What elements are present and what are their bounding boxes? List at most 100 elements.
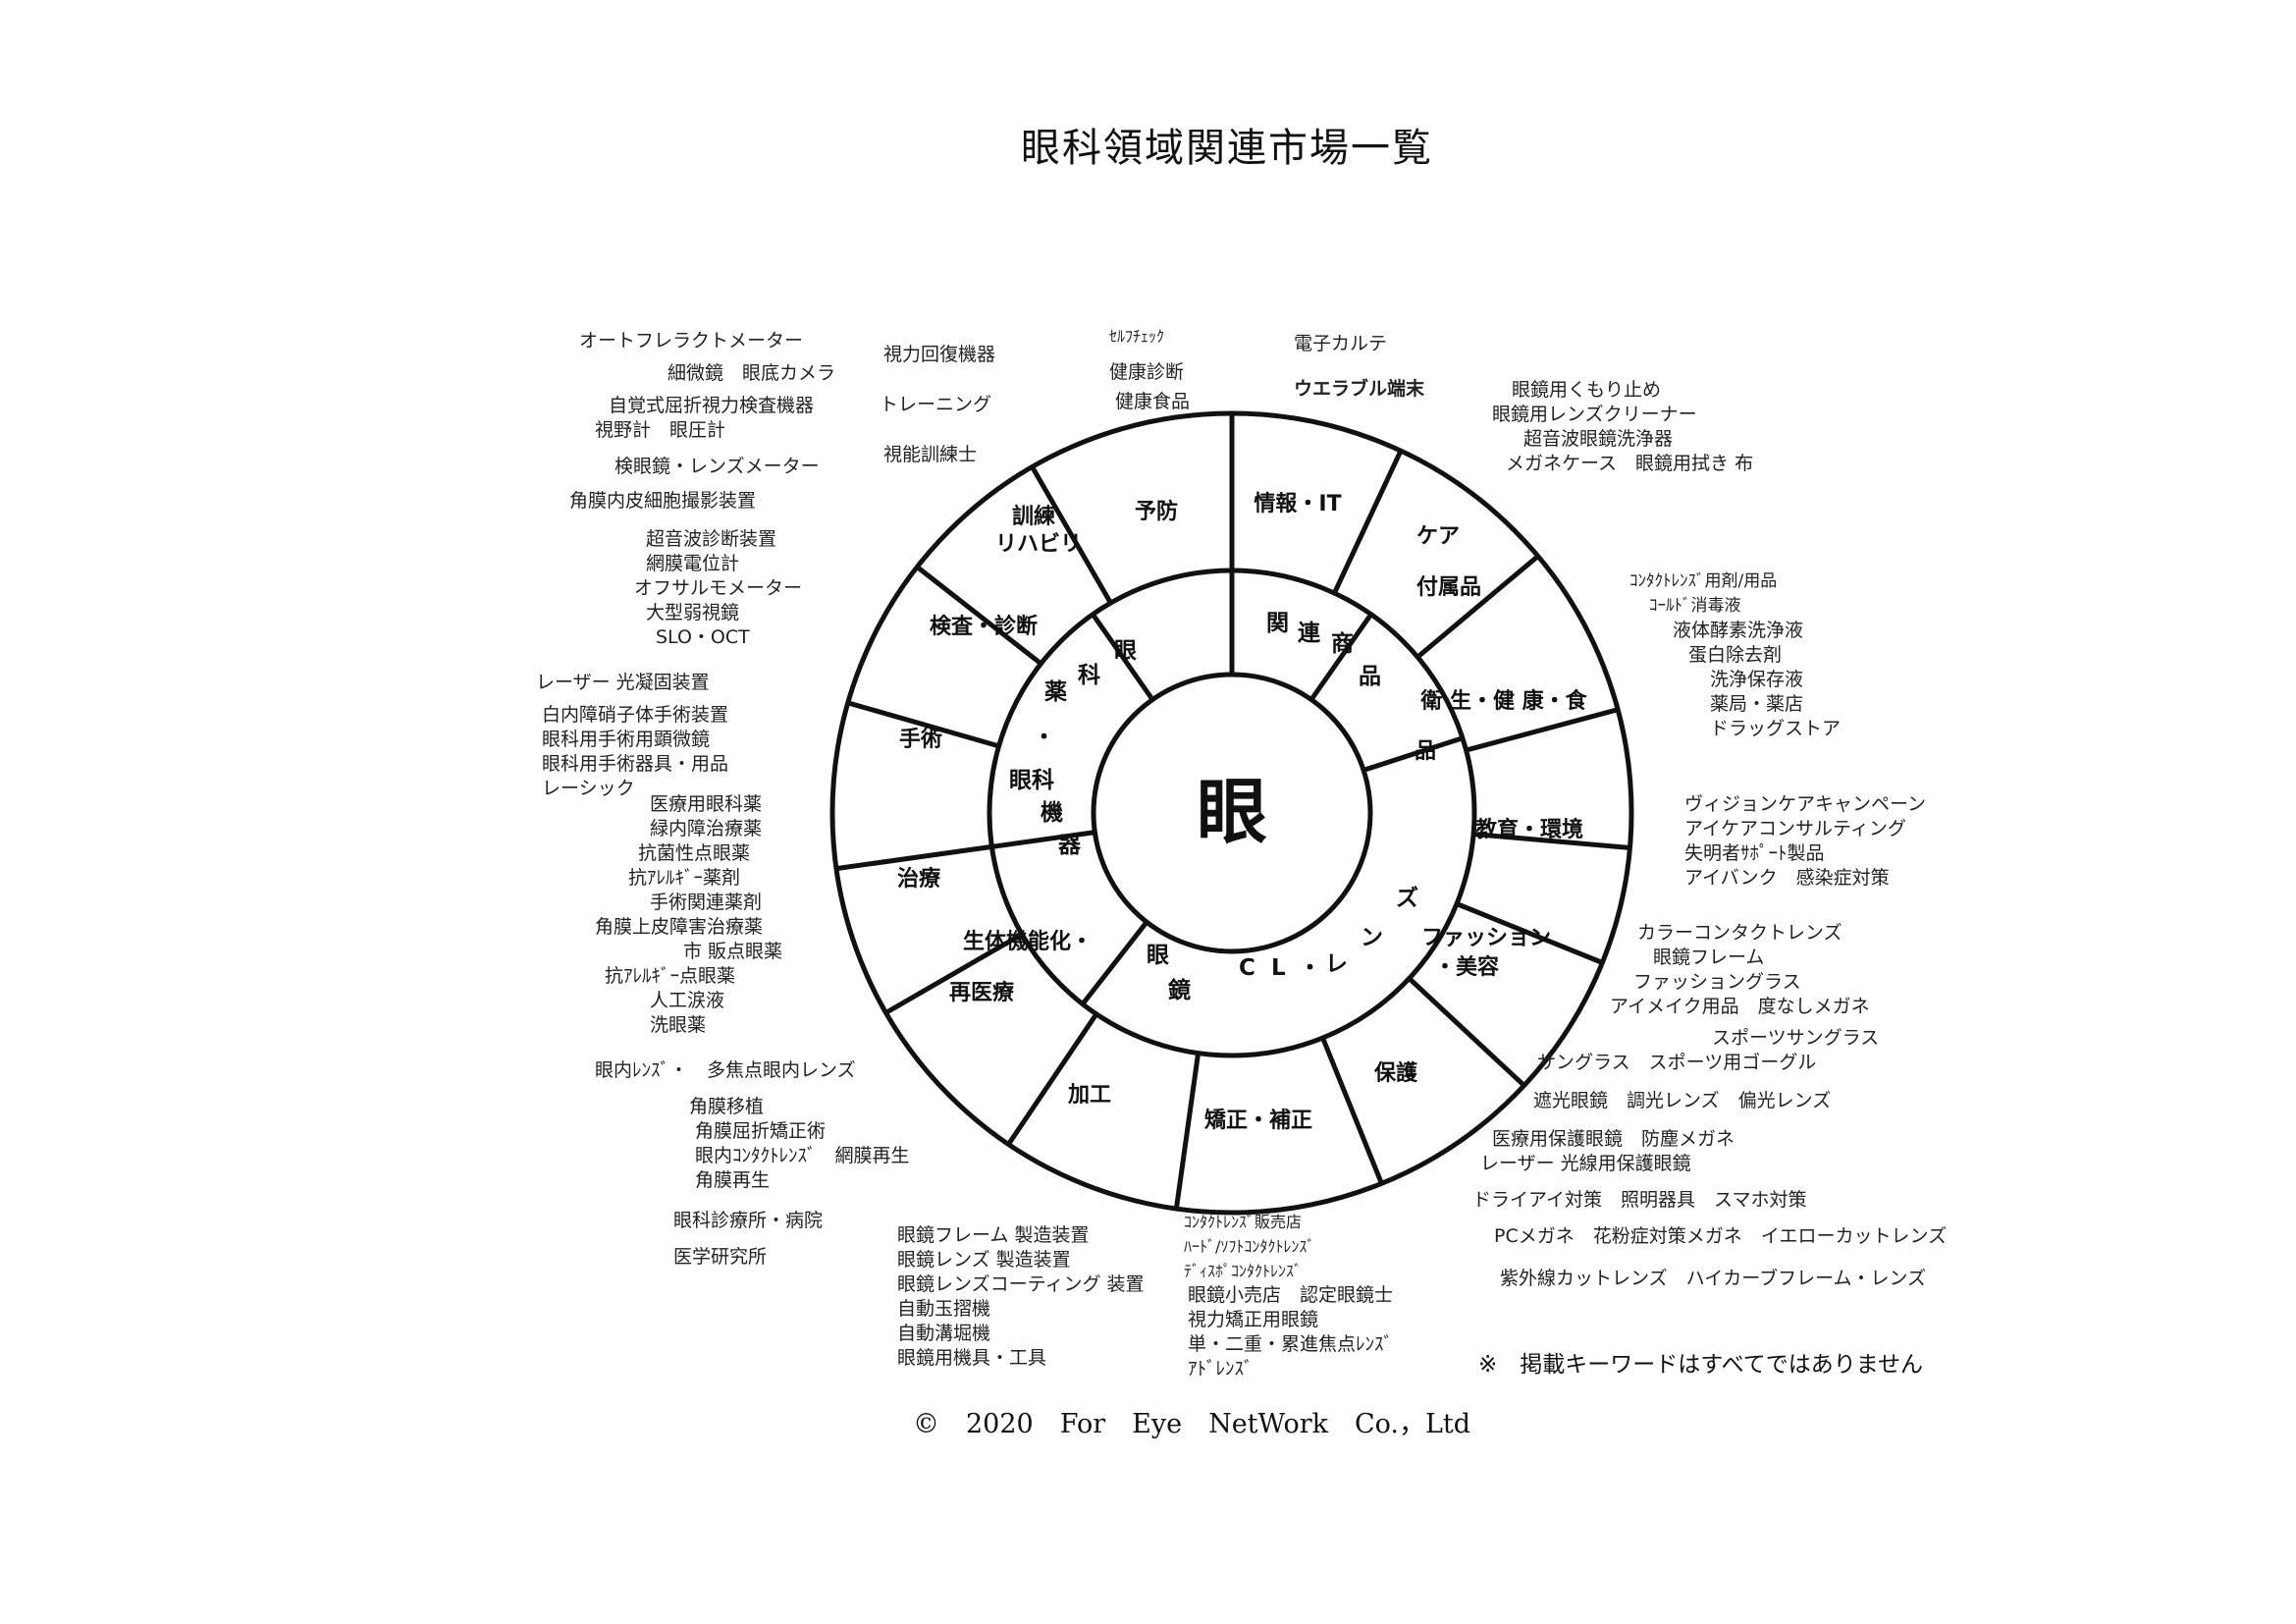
inner-char: L — [1271, 955, 1286, 981]
keyword: PCメガネ 花粉症対策メガネ イエローカットレンズ — [1494, 1225, 1948, 1247]
keyword: ヴィジョンケアキャンペーン — [1684, 793, 1927, 815]
segment-divider — [1320, 1037, 1384, 1185]
keywords-facilities: 眼科診療所・病院 医学研究所 — [673, 1203, 823, 1275]
segment-fashion-line1: ファッション — [1421, 926, 1551, 950]
keyword: 失明者ｻﾎﾟｰﾄ製品 — [1684, 842, 1825, 864]
keywords-fashion: カラーコンタクトレンズ 眼鏡フレーム ファッショングラス アイメイク用品 度なし… — [1610, 921, 1870, 1019]
keyword: 単・二重・累進焦点ﾚﾝｽﾞ — [1188, 1333, 1394, 1355]
keyword: 眼鏡用くもり止め — [1512, 379, 1662, 401]
keyword: ファッショングラス — [1633, 971, 1801, 993]
keyword: 網膜電位計 — [646, 553, 740, 574]
keyword: ｺﾝﾀｸﾄﾚﾝｽﾞ販売店 — [1184, 1213, 1303, 1231]
keyword: 緑内障治療薬 — [650, 818, 763, 839]
keywords-care: 眼鏡用くもり止め 眼鏡用レンズクリーナー 超音波眼鏡洗浄器 メガネケース 眼鏡用… — [1492, 378, 1753, 476]
keyword: 電子カルテ — [1294, 333, 1388, 354]
keyword: 医療用保護眼鏡 防塵メガネ — [1492, 1128, 1735, 1150]
inner-char: 鏡 — [1168, 977, 1191, 1003]
segment-hygiene-line2: 品 — [1415, 739, 1436, 764]
keyword: ﾊｰﾄﾞ/ｿﾌﾄｺﾝﾀｸﾄﾚﾝｽﾞ — [1184, 1237, 1315, 1256]
keyword: 超音波診断装置 — [646, 528, 777, 550]
inner-char: ・ — [1299, 955, 1321, 981]
keyword: ｾﾙﾌﾁｪｯｸ — [1109, 327, 1165, 346]
keywords-surgery: レーザー 光凝固装置 白内障硝子体手術装置 眼科用手術用顕微鏡 眼科用手術器具・… — [536, 671, 728, 801]
inner-char: 機 — [1041, 800, 1063, 826]
inner-char: 器 — [1057, 833, 1082, 858]
keywords-correction: ｺﾝﾀｸﾄﾚﾝｽﾞ販売店 ﾊｰﾄﾞ/ｿﾌﾄｺﾝﾀｸﾄﾚﾝｽﾞ ﾃﾞｨｽﾎﾟｺﾝﾀ… — [1184, 1210, 1393, 1381]
inner-char: 眼 — [1114, 638, 1137, 664]
segment-divider — [835, 843, 992, 872]
keyword: 紫外線カットレンズ ハイカーブフレーム・レンズ — [1500, 1268, 1927, 1289]
keyword: 眼鏡用レンズクリーナー — [1492, 404, 1697, 425]
segment-it: 情報・IT — [1254, 491, 1341, 516]
segment-divider — [1456, 901, 1604, 965]
disclaimer-note: ※ 掲載キーワードはすべてではありません — [1478, 1352, 1924, 1378]
inner-char: 眼科 — [1009, 768, 1054, 793]
keyword: ﾃﾞｨｽﾎﾟｺﾝﾀｸﾄﾚﾝｽﾞ — [1184, 1262, 1303, 1280]
segment-hygiene-line1: 衛 生・健 康・食 — [1419, 688, 1587, 714]
keyword: 大型弱視鏡 — [646, 602, 740, 623]
keyword: アイケアコンサルティング — [1684, 818, 1906, 839]
segment-divider — [1362, 735, 1464, 773]
keyword: 医療用眼科薬 — [650, 793, 763, 815]
keyword: 角膜屈折矯正術 — [695, 1120, 827, 1142]
keyword: 市 販点眼薬 — [683, 941, 783, 962]
keyword: 眼内ﾚﾝｽﾞ・ 多焦点眼内レンズ — [595, 1059, 856, 1081]
segment-protection: 保護 — [1373, 1060, 1418, 1086]
segment-divider — [1332, 450, 1404, 595]
inner-char: 眼 — [1147, 943, 1169, 968]
inner-char: レ — [1325, 951, 1348, 977]
segment-divider — [1030, 465, 1113, 605]
keyword: 視野計 眼圧計 — [595, 419, 726, 441]
keyword: ウエラブル端末 — [1294, 378, 1425, 400]
keyword: アイメイク用品 度なしメガネ — [1610, 996, 1870, 1017]
inner-char: ズ — [1396, 885, 1418, 911]
inner-char: ン — [1361, 925, 1383, 950]
inner-label-cl-lens: C L ・ レ ン ズ — [1239, 885, 1418, 981]
segment-divider — [884, 932, 1024, 1015]
page-title: 眼科領域関連市場一覧 — [1021, 126, 1433, 171]
keyword: レーザー 光線用保護眼鏡 — [1480, 1153, 1691, 1174]
inner-char: C — [1239, 955, 1255, 981]
segment-prevention: 予防 — [1135, 500, 1178, 524]
segment-bio-line2: 再医療 — [949, 980, 1014, 1005]
keyword: アイバンク 感染症対策 — [1684, 867, 1890, 889]
keywords-it: 電子カルテ ウエラブル端末 — [1294, 321, 1424, 411]
segment-training-line1: 訓練 — [1012, 504, 1055, 529]
keyword: オートフレラクトメーター — [579, 330, 804, 352]
keyword: トレーニング — [880, 394, 992, 415]
segment-bio-line1: 生体機能化・ — [963, 929, 1093, 954]
keyword: 眼科用手術器具・用品 — [542, 753, 729, 775]
keyword: ｺｰﾙﾄﾞ消毒液 — [1649, 596, 1741, 616]
segment-divider — [915, 565, 1042, 666]
segment-divider — [1308, 613, 1373, 701]
segment-divider — [1465, 707, 1619, 753]
keywords-exam: オートフレラクトメーター 細微鏡 眼底カメラ 自覚式屈折視力検査機器 視野計 眼… — [569, 329, 835, 650]
keyword: 眼科診療所・病院 — [673, 1210, 824, 1231]
inner-char: ・ — [1033, 725, 1055, 750]
keyword: 抗菌性点眼薬 — [638, 842, 751, 864]
inner-char: 科 — [1078, 663, 1100, 688]
keyword: レーザー 光凝固装置 — [536, 672, 710, 693]
keyword: 人工涙液 — [650, 990, 725, 1011]
keyword: ｺﾝﾀｸﾄﾚﾝｽﾞ用剤/用品 — [1629, 571, 1778, 591]
keyword: 眼鏡フレーム 製造装置 — [897, 1224, 1090, 1246]
inner-label-products: 関 連 商 品 — [1266, 611, 1381, 689]
keyword: ドラッグストア — [1710, 718, 1842, 739]
inner-char: 品 — [1359, 664, 1381, 689]
keyword: レーシック — [542, 778, 635, 799]
inner-char: 関 — [1266, 611, 1289, 636]
keyword: 自覚式屈折視力検査機器 — [609, 395, 815, 416]
segment-fashion-line2: ・美容 — [1434, 954, 1499, 980]
keyword: 角膜移植 — [689, 1096, 765, 1117]
segment-correction: 矯正・補正 — [1204, 1108, 1312, 1133]
keyword: 健康診断 — [1109, 361, 1185, 383]
keyword: 眼科用手術用顕微鏡 — [542, 729, 711, 750]
keyword: サングラス スポーツ用ゴーグル — [1537, 1052, 1817, 1073]
inner-char: 薬 — [1044, 679, 1067, 705]
keyword: 抗ｱﾚﾙｷﾞｰ点眼薬 — [605, 965, 736, 987]
inner-char: 商 — [1331, 630, 1354, 657]
inner-label-glasses: 眼 鏡 — [1147, 943, 1191, 1003]
keywords-hygiene: ｺﾝﾀｸﾄﾚﾝｽﾞ用剤/用品 ｺｰﾙﾄﾞ消毒液 液体酵素洗浄液 蛋白除去剤 洗浄… — [1629, 569, 1841, 741]
keyword: 眼鏡用機具・工具 — [897, 1347, 1047, 1369]
segment-processing: 加工 — [1067, 1083, 1111, 1108]
